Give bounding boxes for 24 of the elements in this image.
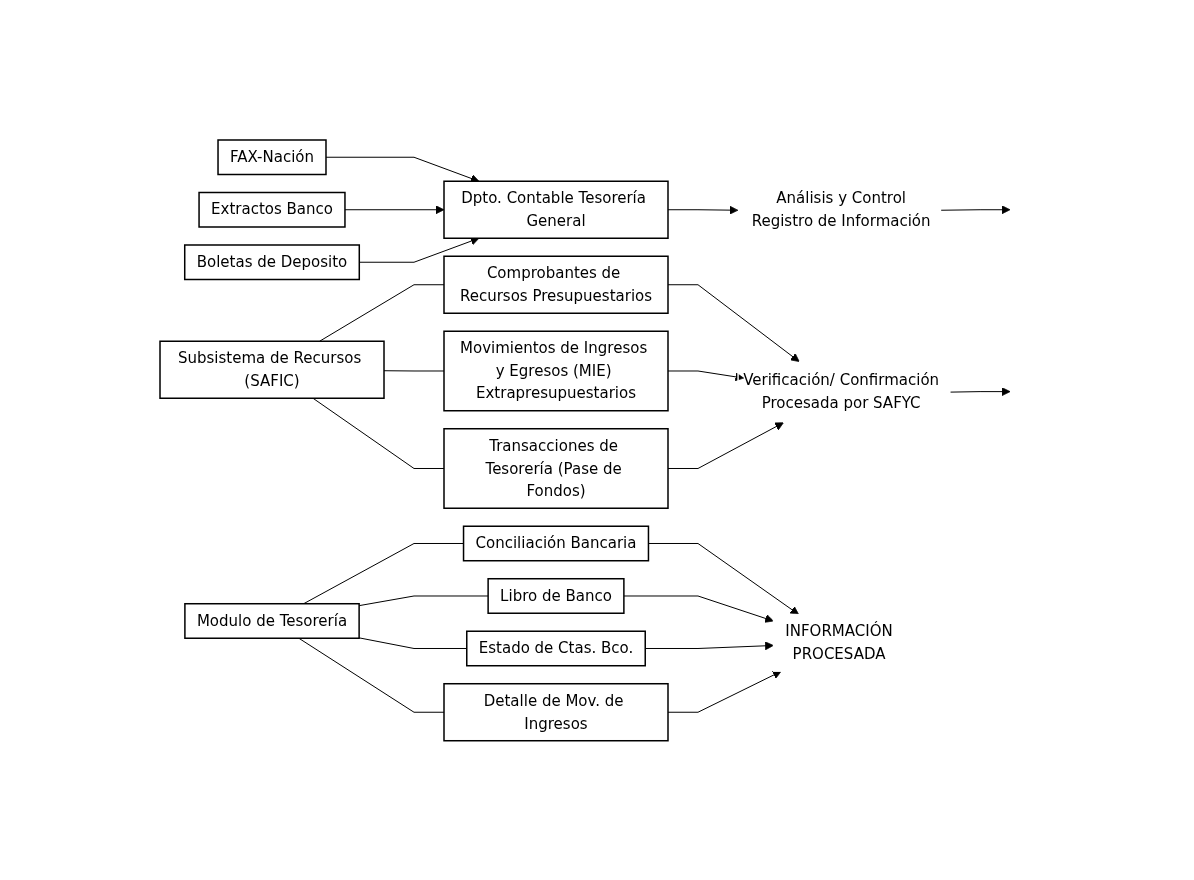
process-box: Libro de Banco bbox=[487, 577, 625, 614]
connector-line bbox=[303, 542, 464, 604]
arrow bbox=[667, 421, 784, 469]
process-box: Detalle de Mov. de Ingresos bbox=[443, 682, 669, 742]
text-label: Verificación/ Confirmación Procesada por SAFYC bbox=[732, 360, 940, 423]
text-label: Análisis y Control Registro de Información bbox=[740, 178, 931, 241]
arrow bbox=[667, 670, 782, 713]
process-box: FAX-Nación bbox=[217, 138, 327, 175]
process-box: Dpto. Contable Tesorería General bbox=[443, 180, 669, 239]
process-box: Comprobantes de Recursos Presupuestarios bbox=[443, 255, 669, 314]
process-box: Transacciones de Tesorería (Pase de Fondos) bbox=[443, 427, 669, 509]
process-box: Movimientos de Ingresos y Egresos (MIE) Extrapresupuestarios bbox=[443, 330, 669, 412]
process-box: Boletas de Deposito bbox=[183, 243, 360, 280]
process-box: Estado de Ctas. Bco. bbox=[465, 630, 646, 667]
arrow bbox=[623, 595, 774, 623]
arrow bbox=[667, 370, 744, 381]
process-box: Subsistema de Recursos (SAFIC) bbox=[159, 340, 385, 399]
arrow bbox=[667, 283, 800, 362]
process-box: Extractos Banco bbox=[198, 191, 346, 228]
arrow bbox=[940, 204, 1011, 214]
process-box: Modulo de Tesorería bbox=[184, 602, 360, 639]
process-box: Conciliación Bancaria bbox=[462, 525, 650, 562]
arrow bbox=[950, 386, 1011, 396]
arrow bbox=[667, 205, 739, 215]
